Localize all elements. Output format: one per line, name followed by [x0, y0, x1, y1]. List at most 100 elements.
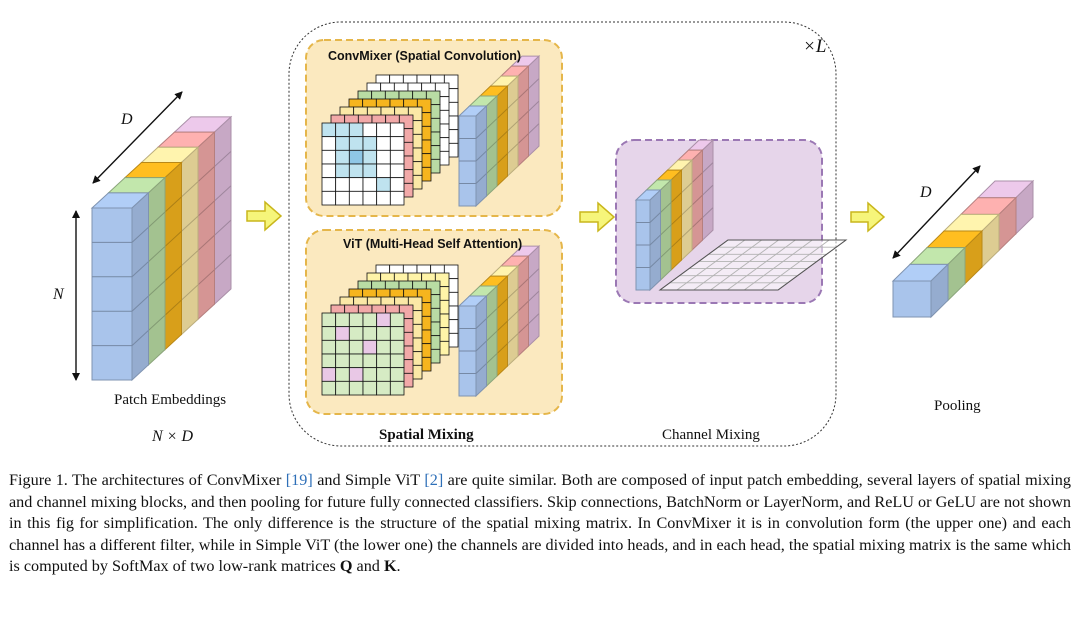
g-vit-grid-cell: [335, 312, 350, 328]
g-chan-cell-line: [691, 194, 703, 206]
g-vit-grid-cell: [362, 353, 378, 369]
g-conv-grid-cell: [348, 122, 364, 138]
caption-text-4: and: [352, 557, 384, 576]
g-conv-grid-cell: [376, 177, 391, 192]
g-vit-grid-cell: [348, 353, 364, 369]
g-chan-cell-line: [702, 184, 714, 196]
patch-slab-side: [181, 146, 199, 336]
citation-link-19[interactable]: [19]: [285, 471, 313, 489]
g-conv-cell-line: [517, 110, 529, 122]
g-chan-cell-line: [649, 257, 661, 268]
g-conv-grid-cell: [335, 163, 350, 179]
g-conv-cell-line: [475, 173, 487, 184]
vit-title: ViT (Multi-Head Self Attention): [343, 237, 523, 251]
g-conv-grid-cell: [348, 190, 364, 206]
g-vit-cell-line: [475, 363, 487, 374]
g-vit-cell-line: [475, 340, 487, 352]
channel-grid-plane: [658, 239, 848, 291]
g-conv-cell-line: [517, 133, 529, 144]
g-vit-grid-cell: [376, 353, 391, 369]
g-conv-cell-line: [496, 108, 508, 119]
g-chan-cell-line: [702, 162, 714, 173]
patch-slab-side: [131, 191, 149, 382]
n-times-d-label: N × D: [152, 428, 194, 445]
g-vit-grid-cell: [348, 367, 364, 382]
g-conv-grid-cell: [321, 149, 337, 165]
g-conv-grid-cell: [362, 163, 378, 179]
g-conv-cell-line: [475, 150, 487, 162]
architecture-figure: D N Patch Embeddings N × D ×L ConvMixer …: [53, 21, 1035, 447]
matrix-q: Q: [339, 557, 353, 576]
pooling-cube-side: [930, 263, 949, 319]
g-chan-cell-line: [660, 202, 672, 213]
patch-cell-line: [148, 246, 166, 262]
patch-cell-line: [164, 196, 182, 213]
g-vit-grid-cell: [321, 380, 337, 396]
patch-cell-line: [164, 299, 182, 316]
patch-cell-line: [197, 200, 215, 217]
g-vit-cell-line: [517, 300, 529, 312]
patch-slab-side: [164, 161, 182, 351]
patch-embeddings-slabs: [90, 115, 233, 382]
g-vit-grid-cell: [335, 326, 350, 341]
g-conv-grid-cell: [348, 177, 364, 192]
g-vit-cell-line: [507, 288, 519, 299]
channel-mixing-diagram: [634, 138, 848, 292]
g-vit-grid-cell: [362, 367, 378, 382]
g-conv-cell-line: [475, 128, 487, 139]
patch-slab-side: [197, 130, 215, 321]
g-conv-cell-line: [528, 123, 540, 134]
patch-cell-line: [197, 269, 215, 286]
g-vit-grid-cell: [376, 339, 391, 355]
g-vit-cell-line: [528, 313, 540, 324]
g-chan-cell-line: [681, 204, 693, 216]
g-vit-grid-cell: [348, 339, 364, 355]
g-conv-cell-line: [496, 153, 508, 164]
caption-text-5: .: [396, 557, 401, 576]
g-conv-grid-cell: [362, 177, 378, 192]
convmixer-title: ConvMixer (Spatial Convolution): [328, 49, 522, 63]
g-conv-grid-cell: [376, 149, 391, 165]
pooling-label: Pooling: [934, 398, 981, 414]
figure-caption: Figure 1. The architectures of ConvMixer…: [9, 470, 1071, 578]
g-vit-grid-cell: [348, 312, 364, 328]
g-conv-cell-line: [486, 163, 498, 174]
g-vit-grid-cell: [376, 312, 391, 328]
g-vit-grid-cell: [321, 326, 337, 341]
repeat-block-outline: [288, 21, 837, 447]
g-conv-grid-cell: [376, 190, 391, 206]
g-conv-cell-line: [507, 120, 519, 132]
patch-slab-side: [214, 115, 232, 306]
g-conv-grid-cell: [389, 163, 405, 179]
g-vit-cell-line: [496, 320, 508, 332]
g-chan-cell-line: [691, 217, 703, 228]
d-label-left: D: [121, 111, 133, 128]
g-chan-cell-line: [681, 182, 693, 193]
convmixer-diagram: [321, 54, 541, 208]
g-conv-grid-cell: [362, 149, 378, 165]
g-vit-cell-line: [517, 323, 529, 334]
pooling-diagram: [891, 179, 1035, 319]
patch-cell-line: [148, 314, 166, 331]
g-conv-grid-cell: [389, 122, 405, 138]
patch-cell-line: [181, 284, 199, 301]
g-conv-cell-line: [528, 100, 540, 112]
patch-cell-line: [214, 219, 232, 236]
g-chan-cell-line: [670, 214, 682, 226]
g-chan-cell-line: [649, 234, 661, 246]
patch-cell-line: [131, 330, 149, 346]
g-conv-grid-cell: [335, 149, 350, 165]
g-vit-grid-cell: [348, 380, 364, 396]
patch-cell-line: [131, 295, 149, 312]
g-chan-cell-line: [681, 227, 693, 238]
patch-cell-line: [131, 226, 149, 243]
patch-cell-line: [164, 265, 182, 282]
patch-cell-line: [197, 234, 215, 251]
citation-link-2[interactable]: [2]: [424, 471, 444, 489]
caption-text-1: Figure 1. The architectures of ConvMixer: [9, 471, 286, 489]
g-conv-grid-cell: [376, 136, 391, 151]
g-vit-cell-line: [528, 290, 540, 302]
g-conv-cell-line: [517, 88, 529, 99]
g-conv-grid-cell: [321, 177, 337, 192]
patch-cell-line: [131, 261, 149, 278]
